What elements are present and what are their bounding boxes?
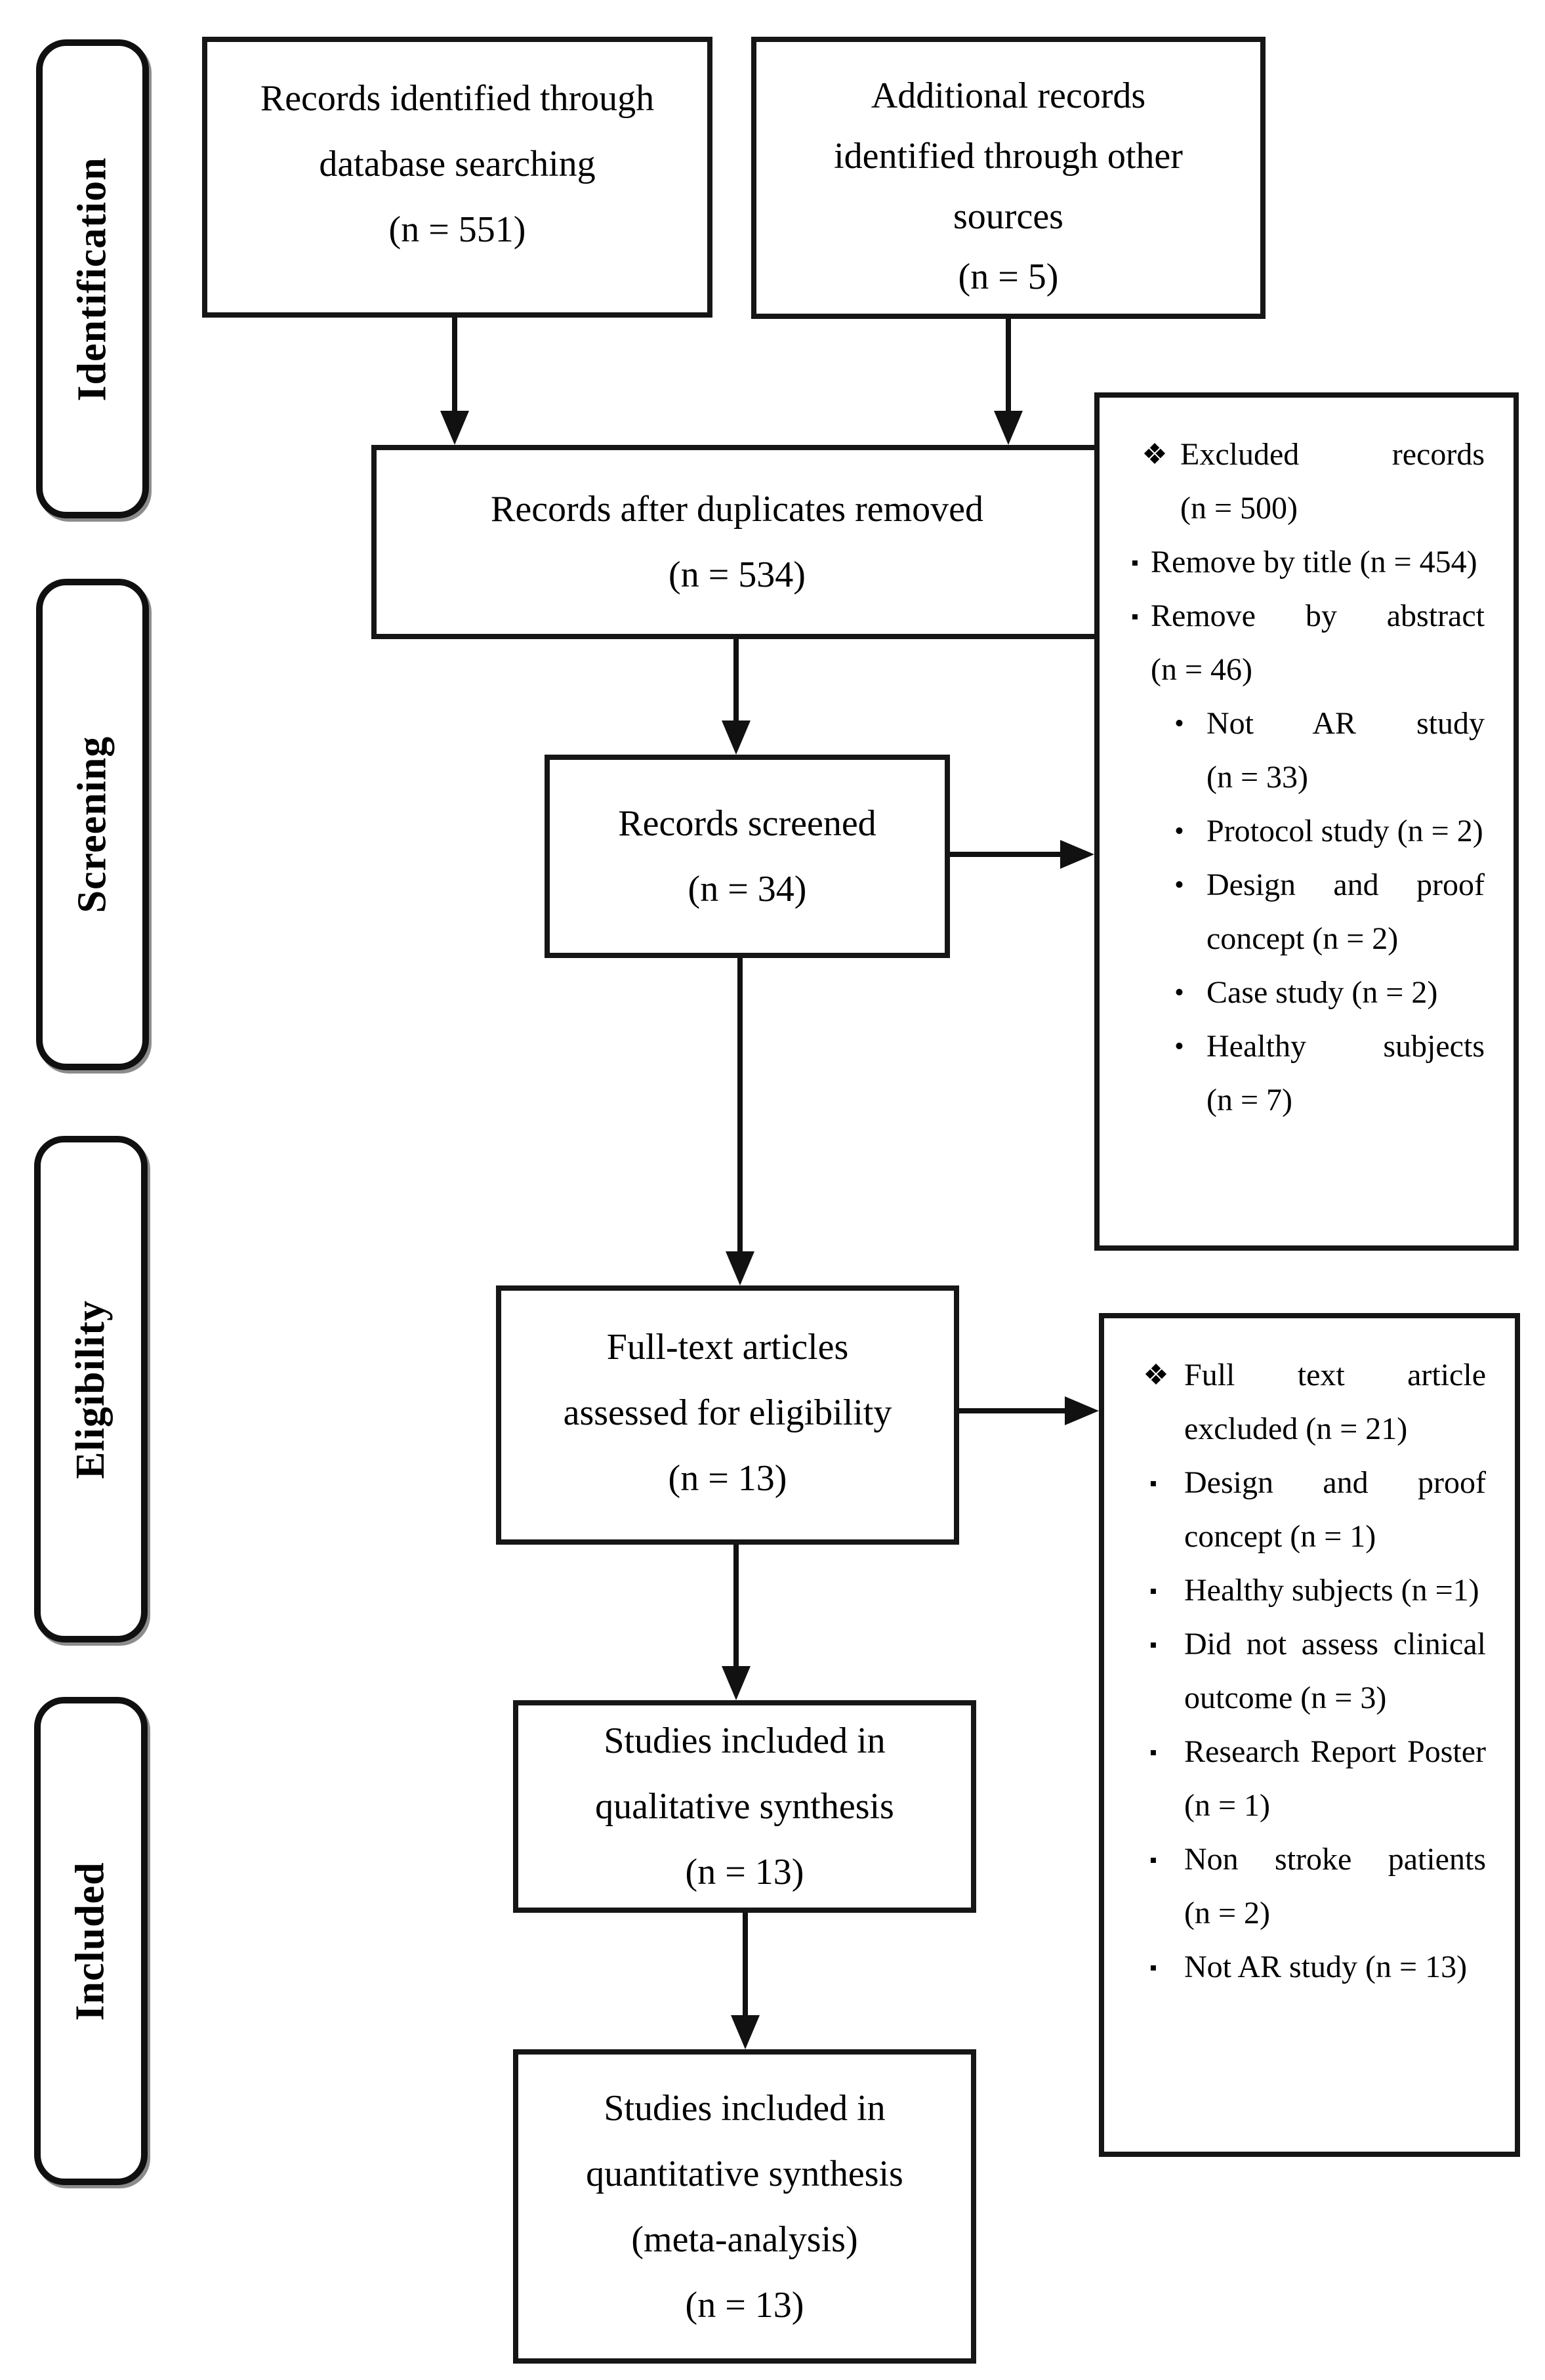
list-item-text: Excluded records (n = 500) xyxy=(1180,437,1485,526)
arrow-fulltext-to-qualitative xyxy=(733,1545,739,1666)
box-text-line: Records identified through xyxy=(260,78,655,119)
list-item-text: Did not assess clinical outcome (n = 3) xyxy=(1184,1627,1486,1715)
list-item-text: Not AR study (n = 13) xyxy=(1184,1950,1468,1984)
box-fulltext-assessed: Full-text articles assessed for eligibil… xyxy=(496,1285,959,1545)
dot-bullet-icon: • xyxy=(1174,1032,1184,1062)
dot-bullet-icon: • xyxy=(1174,816,1184,846)
arrow-screened-to-fulltext xyxy=(737,958,743,1251)
stage-label-identification: Identification xyxy=(36,39,149,518)
box-records-identified: Records identified through database sear… xyxy=(202,37,712,318)
list-item: ▪ Did not assess clinical outcome (n = 3… xyxy=(1104,1618,1515,1725)
box-additional-records: Additional records identified through ot… xyxy=(751,37,1266,319)
box-quantitative-synthesis: Studies included in quantitative synthes… xyxy=(513,2049,976,2364)
arrow-fulltext-to-exclusions xyxy=(959,1408,1065,1413)
list-item-text: Non stroke patients (n = 2) xyxy=(1184,1842,1486,1931)
square-bullet-icon: ▪ xyxy=(1131,604,1139,628)
box-text-line: (n = 13) xyxy=(685,1852,804,1892)
square-bullet-icon: ▪ xyxy=(1149,1633,1157,1656)
dot-bullet-icon: • xyxy=(1174,709,1184,739)
arrowhead-down-icon xyxy=(440,411,469,445)
list-item: ▪ Design and proof concept (n = 1) xyxy=(1104,1456,1515,1564)
box-text-line: (n = 534) xyxy=(669,554,806,595)
diamond-bullet-icon: ❖ xyxy=(1143,1359,1169,1391)
list-item: ▪ Research Report Poster (n = 1) xyxy=(1104,1725,1515,1833)
dot-bullet-icon: • xyxy=(1174,870,1184,900)
arrow-db-to-duplicates xyxy=(452,318,457,411)
arrow-other-to-duplicates xyxy=(1006,319,1011,411)
list-item: ❖ Excluded records (n = 500) xyxy=(1100,428,1514,535)
stage-label-text: Identification xyxy=(70,156,115,402)
box-text-line: (n = 13) xyxy=(668,1458,787,1499)
panel-eligibility-exclusions: ❖ Full text article excluded (n = 21) ▪ … xyxy=(1099,1313,1520,2157)
arrow-duplicates-to-screened xyxy=(733,639,739,720)
dot-bullet-icon: • xyxy=(1174,978,1184,1008)
box-after-duplicates: Records after duplicates removed (n = 53… xyxy=(371,445,1103,639)
list-item: ▪ Healthy subjects (n =1) xyxy=(1104,1564,1515,1618)
panel-screening-exclusions: ❖ Excluded records (n = 500) ▪ Remove by… xyxy=(1094,392,1519,1251)
box-text-line: (meta-analysis) xyxy=(631,2219,858,2260)
stage-label-text: Screening xyxy=(70,736,115,913)
box-text-line: (n = 13) xyxy=(685,2284,804,2326)
box-text-line: identified through other xyxy=(834,136,1183,177)
box-text-line: sources xyxy=(953,196,1063,237)
stage-label-text: Included xyxy=(68,1861,113,2021)
list-item-text: Not AR study (n = 33) xyxy=(1206,706,1485,795)
list-item-text: Healthy subjects (n =1) xyxy=(1184,1573,1479,1608)
box-text-line: Records after duplicates removed xyxy=(490,489,984,530)
box-text-line: qualitative synthesis xyxy=(595,1786,894,1827)
square-bullet-icon: ▪ xyxy=(1149,1579,1157,1602)
square-bullet-icon: ▪ xyxy=(1149,1471,1157,1495)
list-item: • Not AR study (n = 33) xyxy=(1100,697,1514,804)
list-item: • Healthy subjects (n = 7) xyxy=(1100,1020,1514,1127)
arrow-qualitative-to-quantitative xyxy=(743,1913,748,2015)
arrowhead-down-icon xyxy=(726,1251,754,1285)
arrowhead-right-icon xyxy=(1065,1396,1099,1425)
arrowhead-down-icon xyxy=(722,720,751,755)
arrowhead-down-icon xyxy=(994,411,1023,445)
list-item: • Protocol study (n = 2) xyxy=(1100,804,1514,858)
list-item: ▪ Remove by abstract (n = 46) xyxy=(1100,589,1514,697)
list-item: ▪ Non stroke patients (n = 2) xyxy=(1104,1833,1515,1940)
box-text-line: assessed for eligibility xyxy=(563,1392,892,1433)
list-item: ▪ Not AR study (n = 13) xyxy=(1104,1940,1515,1994)
arrowhead-down-icon xyxy=(722,1666,751,1700)
box-text-line: Studies included in xyxy=(604,2087,886,2129)
square-bullet-icon: ▪ xyxy=(1131,551,1139,574)
stage-label-screening: Screening xyxy=(36,579,149,1070)
list-item: ▪ Remove by title (n = 454) xyxy=(1100,535,1514,589)
box-text-line: (n = 5) xyxy=(958,257,1059,297)
box-text-line: Studies included in xyxy=(604,1721,886,1761)
box-records-screened: Records screened (n = 34) xyxy=(545,755,950,958)
list-item-text: Healthy subjects (n = 7) xyxy=(1206,1029,1485,1117)
list-item-text: Remove by abstract (n = 46) xyxy=(1151,598,1485,687)
box-text-line: (n = 551) xyxy=(388,209,526,250)
stage-label-eligibility: Eligibility xyxy=(34,1136,148,1642)
stage-label-included: Included xyxy=(34,1697,148,2185)
list-item-text: Protocol study (n = 2) xyxy=(1206,814,1483,848)
list-item-text: Remove by title (n = 454) xyxy=(1151,545,1477,579)
box-text-line: quantitative synthesis xyxy=(586,2153,903,2194)
list-item: • Design and proof concept (n = 2) xyxy=(1100,858,1514,966)
square-bullet-icon: ▪ xyxy=(1149,1848,1157,1871)
square-bullet-icon: ▪ xyxy=(1149,1740,1157,1764)
box-text-line: Full-text articles xyxy=(606,1327,849,1367)
list-item: • Case study (n = 2) xyxy=(1100,966,1514,1020)
list-item-text: Design and proof concept (n = 2) xyxy=(1206,867,1485,956)
arrowhead-right-icon xyxy=(1060,840,1094,869)
list-item: ❖ Full text article excluded (n = 21) xyxy=(1104,1348,1515,1456)
box-text-line: (n = 34) xyxy=(688,869,807,909)
box-text-line: Additional records xyxy=(871,75,1146,116)
arrow-screened-to-exclusions xyxy=(950,852,1060,857)
diamond-bullet-icon: ❖ xyxy=(1142,438,1168,470)
list-item-text: Design and proof concept (n = 1) xyxy=(1184,1465,1486,1554)
box-qualitative-synthesis: Studies included in qualitative synthesi… xyxy=(513,1700,976,1913)
arrowhead-down-icon xyxy=(731,2015,760,2049)
list-item-text: Research Report Poster (n = 1) xyxy=(1184,1734,1486,1823)
list-item-text: Full text article excluded (n = 21) xyxy=(1184,1358,1486,1446)
stage-label-text: Eligibility xyxy=(68,1299,113,1479)
box-text-line: Records screened xyxy=(618,803,876,844)
list-item-text: Case study (n = 2) xyxy=(1206,975,1438,1010)
box-text-line: database searching xyxy=(319,144,596,184)
square-bullet-icon: ▪ xyxy=(1149,1955,1157,1979)
